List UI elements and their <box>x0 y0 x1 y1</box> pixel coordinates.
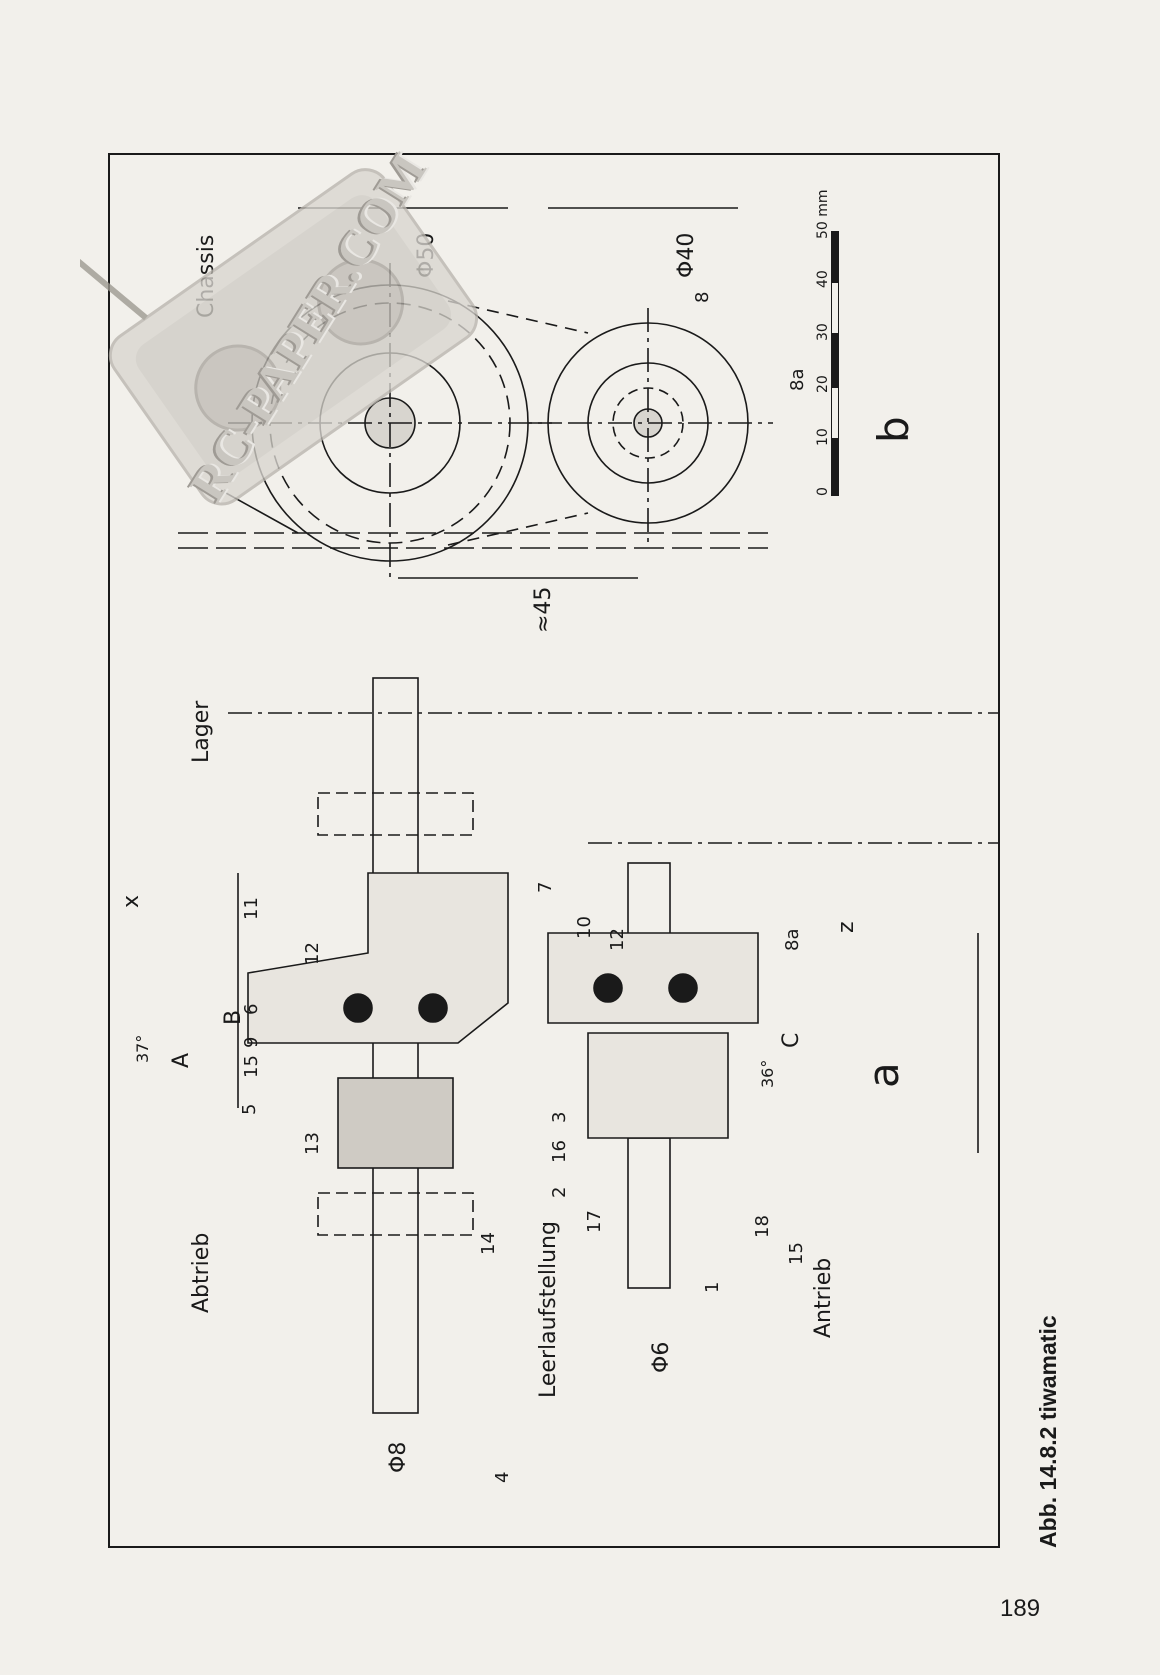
part-15-bottom: 15 <box>786 1242 807 1265</box>
sublabel-a: a <box>859 1062 908 1088</box>
scale-bar: 0 10 20 30 40 50 mm <box>815 189 839 496</box>
part-15-top: 15 <box>241 1055 262 1078</box>
scale-tick-50: 50 mm <box>815 189 831 239</box>
dim-d40: Φ40 <box>674 233 699 278</box>
scale-tick-40: 40 <box>815 270 831 288</box>
dim-angle37: 37° <box>133 1035 152 1063</box>
part-2: 2 <box>549 1187 570 1198</box>
label-abtrieb: Abtrieb <box>189 1233 214 1313</box>
label-lager: Lager <box>189 700 214 763</box>
part-4: 4 <box>492 1472 513 1483</box>
dim-c: C <box>779 1033 804 1048</box>
scale-tick-0: 0 <box>815 487 831 496</box>
label-antrieb: Antrieb <box>811 1258 836 1338</box>
dim-approx45: ≈45 <box>531 587 556 633</box>
part-13: 13 <box>302 1132 323 1155</box>
part-3: 3 <box>549 1112 570 1123</box>
sublabel-b: b <box>869 416 918 443</box>
technical-drawing: Chassis Lager Abtrieb Antrieb Leerlaufst… <box>119 189 1000 1483</box>
part-16: 16 <box>549 1140 570 1163</box>
part-8a-top: 8a <box>787 369 808 391</box>
assembly-lower <box>547 842 1000 1289</box>
rc-transmitter-icon <box>80 168 479 506</box>
dim-angle36: 36° <box>758 1060 777 1088</box>
scale-tick-10: 10 <box>815 428 831 446</box>
dim-z: z <box>834 921 859 933</box>
part-5: 5 <box>239 1104 260 1115</box>
part-17: 17 <box>584 1210 605 1233</box>
figure-caption: Abb. 14.8.2 tiwamatic <box>1035 1315 1061 1548</box>
part-6: 6 <box>241 1004 262 1015</box>
part-14: 14 <box>478 1232 499 1255</box>
part-11: 11 <box>241 897 262 920</box>
part-1: 1 <box>702 1282 723 1293</box>
page-number: 189 <box>1000 1595 1041 1622</box>
scale-tick-30: 30 <box>815 323 831 341</box>
part-8a-bottom: 8a <box>782 929 803 951</box>
part-18: 18 <box>752 1215 773 1238</box>
part-7: 7 <box>535 882 556 893</box>
dim-x: x <box>119 895 144 908</box>
dim-a: A <box>169 1053 194 1068</box>
scale-tick-20: 20 <box>815 375 831 393</box>
dim-b: B <box>221 1010 246 1025</box>
part-10: 10 <box>574 916 595 939</box>
dim-d8: Φ8 <box>386 1442 411 1473</box>
pulley-small-view <box>447 300 773 546</box>
dim-d6: Φ6 <box>649 1342 674 1373</box>
part-12-bottom: 12 <box>607 928 628 951</box>
part-8: 8 <box>692 292 713 303</box>
assembly-upper <box>228 677 1000 1414</box>
figure-frame <box>108 153 1000 1548</box>
label-leerlaufstellung: Leerlaufstellung <box>536 1221 561 1398</box>
part-12-top: 12 <box>302 942 323 965</box>
part-9: 9 <box>241 1037 262 1048</box>
